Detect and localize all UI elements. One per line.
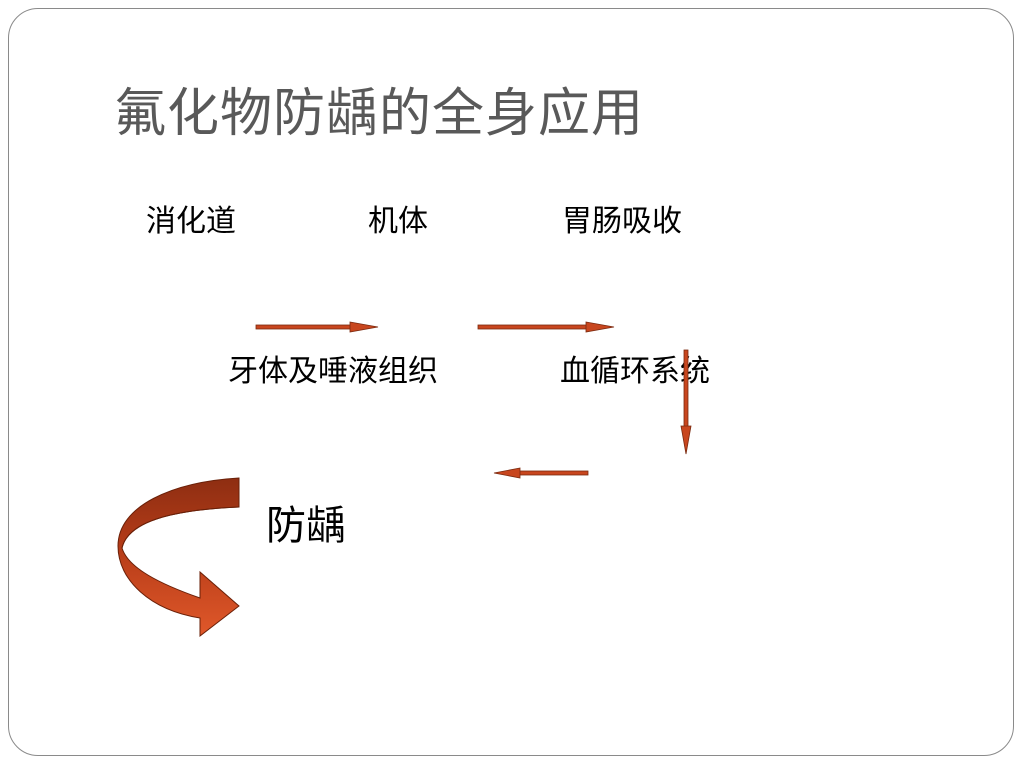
node-digestive-tract: 消化道 [146,204,236,239]
node-gi-absorption: 胃肠吸收 [562,204,682,239]
node-body: 机体 [368,204,428,239]
node-teeth-saliva: 牙体及唾液组织 [228,354,438,389]
slide-title: 氟化物防龋的全身应用 [114,84,645,144]
node-circulation: 血循环系统 [560,354,710,389]
node-caries-prevention: 防龋 [266,503,346,549]
